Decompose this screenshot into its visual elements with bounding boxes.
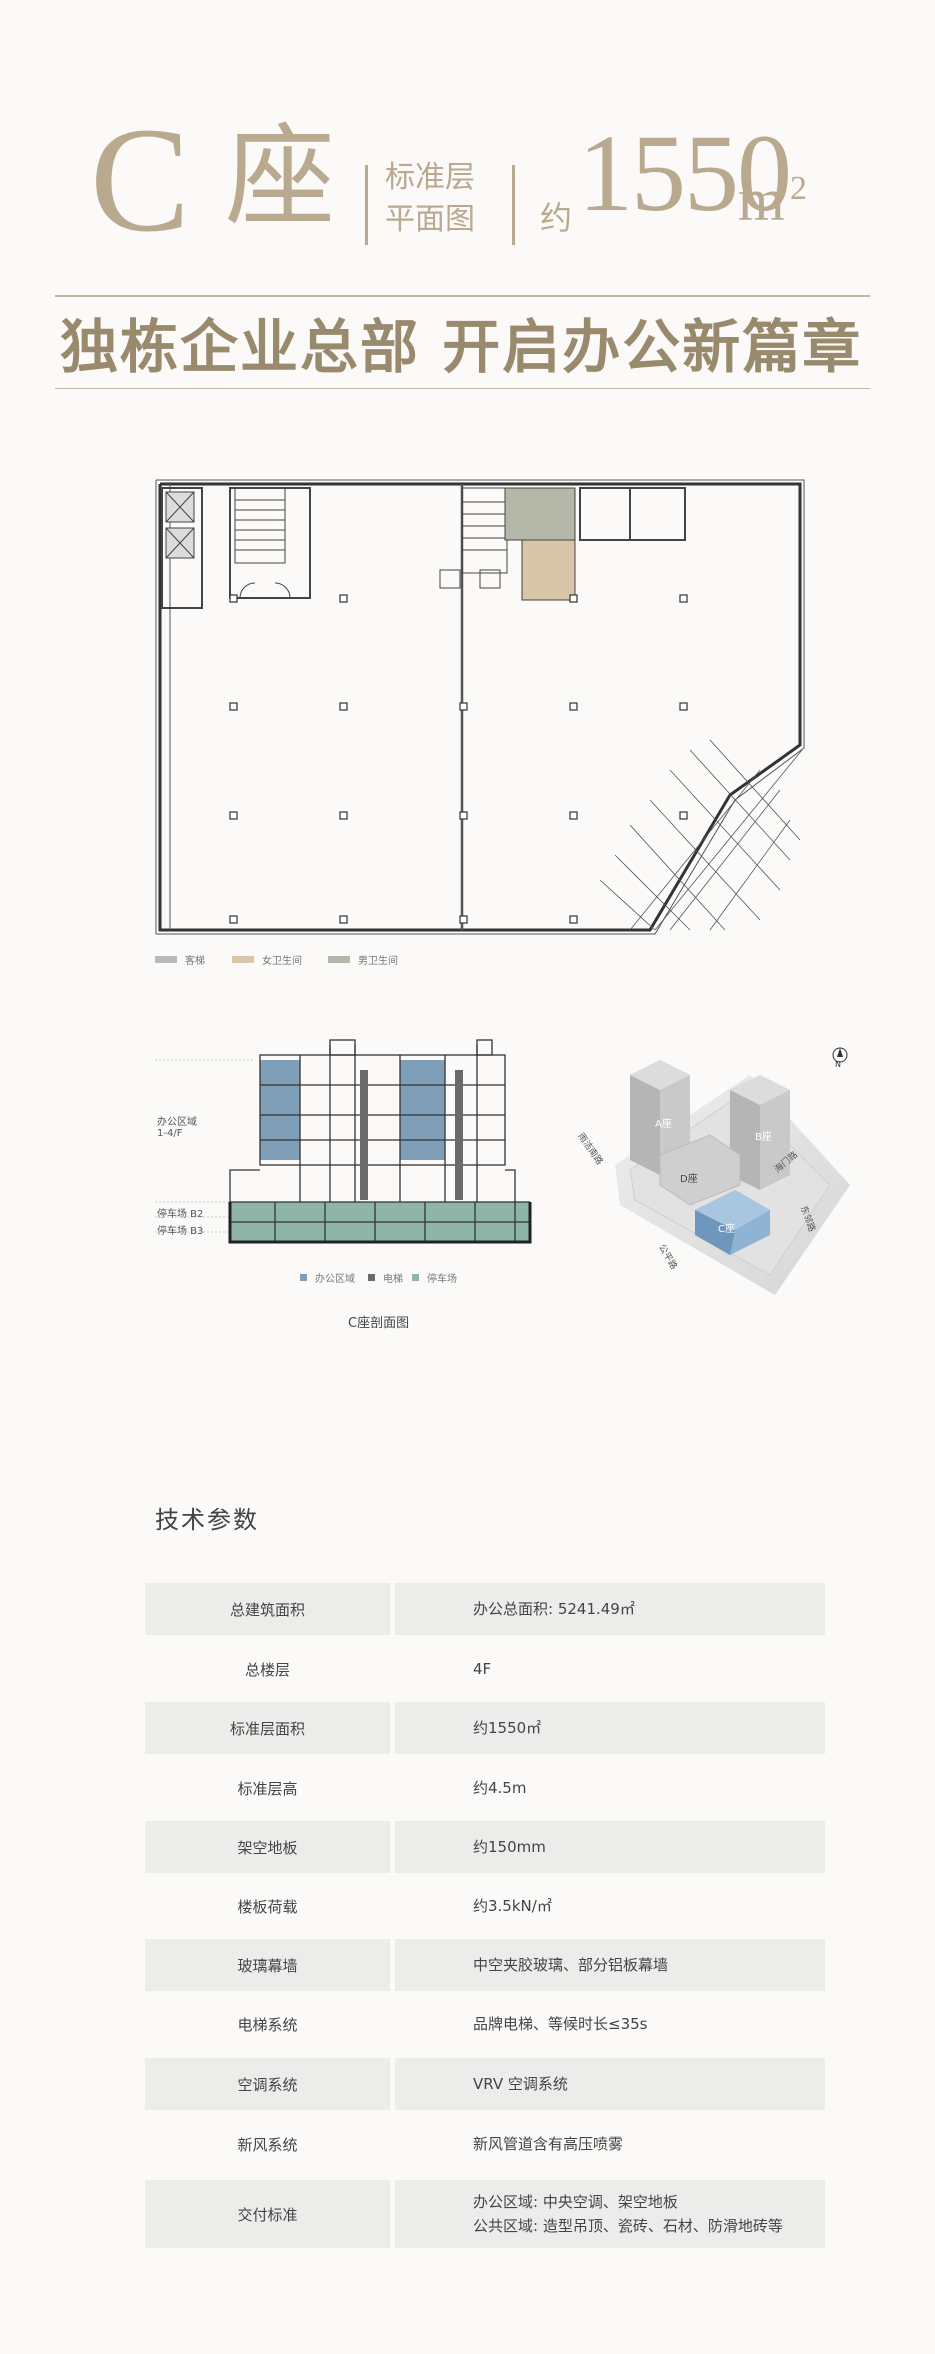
floor-legend-item-2: 男卫生间 [328,952,398,967]
section-label-parking-b3: 停车场 B3 [157,1226,204,1237]
hero-approx: 约 [540,199,573,237]
section-label-office-floors: 1-4/F [157,1128,183,1139]
spec-key: 新风系统 [237,2135,298,2154]
spec-value: 新风管道含有高压喷雾 [473,2135,624,2153]
section-legend-swatch [412,1274,419,1281]
spec-key: 楼板荷载 [237,1897,298,1916]
hero-sub-line1: 标准层 [385,160,475,195]
floor-legend-label: 客梯 [185,956,205,967]
spec-row: 新风系统 新风管道含有高压喷雾 [145,2118,825,2170]
spec-value: VRV 空调系统 [395,2058,825,2110]
hero-tower-letter: C [90,97,190,263]
section-legend-swatch [300,1274,307,1281]
floor-legend-swatch [232,956,254,963]
slogan-top-rule [55,295,870,297]
floor-legend-label: 男卫生间 [358,956,398,967]
section-diagram [155,1039,532,1244]
spec-key: 标准层面积 [145,1702,390,1754]
north-label: N [835,1060,841,1069]
hero-sub-line2: 平面图 [385,202,475,237]
site-map [615,1047,850,1295]
spec-key: 电梯系统 [237,2015,298,2034]
divider-bar-right [512,165,515,245]
spec-key: 玻璃幕墙 [145,1939,390,1991]
site-label-d: D座 [680,1174,698,1185]
mens-restroom-area [504,487,576,541]
spec-key: 总楼层 [244,1660,290,1679]
spec-row: 标准层面积 约1550㎡ [145,1702,825,1754]
floor-legend-swatch [328,956,350,963]
section-legend-label: 办公区域 [315,1274,355,1285]
slogan: 独栋企业总部 开启办公新篇章 [60,313,863,381]
spec-value: 4F [473,1660,492,1678]
spec-row: 标准层高 约4.5m [145,1762,825,1814]
section-label-parking-b2: 停车场 B2 [157,1209,204,1220]
site-label-a: A座 [655,1119,672,1130]
spec-row: 交付标准 办公区域: 中央空调、架空地板 公共区域: 造型吊顶、瓷砖、石材、防滑… [145,2180,825,2248]
section-legend-swatch [368,1274,375,1281]
section-caption: C座剖面图 [348,1316,410,1331]
specs-title: 技术参数 [155,1506,259,1534]
spec-row: 楼板荷载 约3.5kN/㎡ [145,1880,825,1932]
spec-value: 品牌电梯、等候时长≤35s [473,2015,648,2033]
floor-legend-item-0: 客梯 [155,952,205,967]
section-legend-item-0: 办公区域 [300,1270,355,1285]
spec-value: 中空夹胶玻璃、部分铝板幕墙 [395,1939,825,1991]
floor-legend-label: 女卫生间 [262,956,302,967]
spec-row: 总楼层 4F [145,1643,825,1695]
floor-legend-swatch [155,956,177,963]
section-legend-item-2: 停车场 [412,1270,457,1285]
spec-value: 约150mm [395,1821,825,1873]
spec-value: 约3.5kN/㎡ [473,1897,552,1915]
hero-area-unit-sup: 2 [790,170,807,207]
slogan-bottom-rule [55,388,870,389]
spec-row: 电梯系统 品牌电梯、等候时长≤35s [145,1998,825,2050]
section-legend-item-1: 电梯 [368,1270,403,1285]
spec-row: 空调系统 VRV 空调系统 [145,2058,825,2110]
spec-row: 架空地板 约150mm [145,1821,825,1873]
spec-value: 办公区域: 中央空调、架空地板 公共区域: 造型吊顶、瓷砖、石材、防滑地砖等 [395,2180,825,2248]
site-label-c: C座 [718,1224,735,1235]
hero-area-number: 1550 [578,112,792,234]
section-legend-label: 电梯 [383,1274,403,1285]
spec-key: 交付标准 [145,2180,390,2248]
spec-row: 玻璃幕墙 中空夹胶玻璃、部分铝板幕墙 [145,1939,825,1991]
section-legend-label: 停车场 [427,1274,457,1285]
floor-legend-item-1: 女卫生间 [232,952,302,967]
spec-key: 空调系统 [145,2058,390,2110]
floor-plan [155,479,805,935]
spec-key: 标准层高 [237,1779,298,1798]
section-label-office: 办公区域 [157,1117,197,1128]
spec-key: 架空地板 [145,1821,390,1873]
hero-tower-word: 座 [225,113,335,241]
spec-key: 总建筑面积 [145,1583,390,1635]
spec-row: 总建筑面积 办公总面积: 5241.49㎡ [145,1583,825,1635]
divider-bar-left [365,165,368,245]
spec-value: 办公总面积: 5241.49㎡ [395,1583,825,1635]
spec-value: 约1550㎡ [395,1702,825,1754]
womens-restroom-area [521,539,576,601]
site-label-b: B座 [755,1132,772,1143]
hero-area-unit: m [738,167,785,233]
spec-value: 约4.5m [473,1779,527,1797]
